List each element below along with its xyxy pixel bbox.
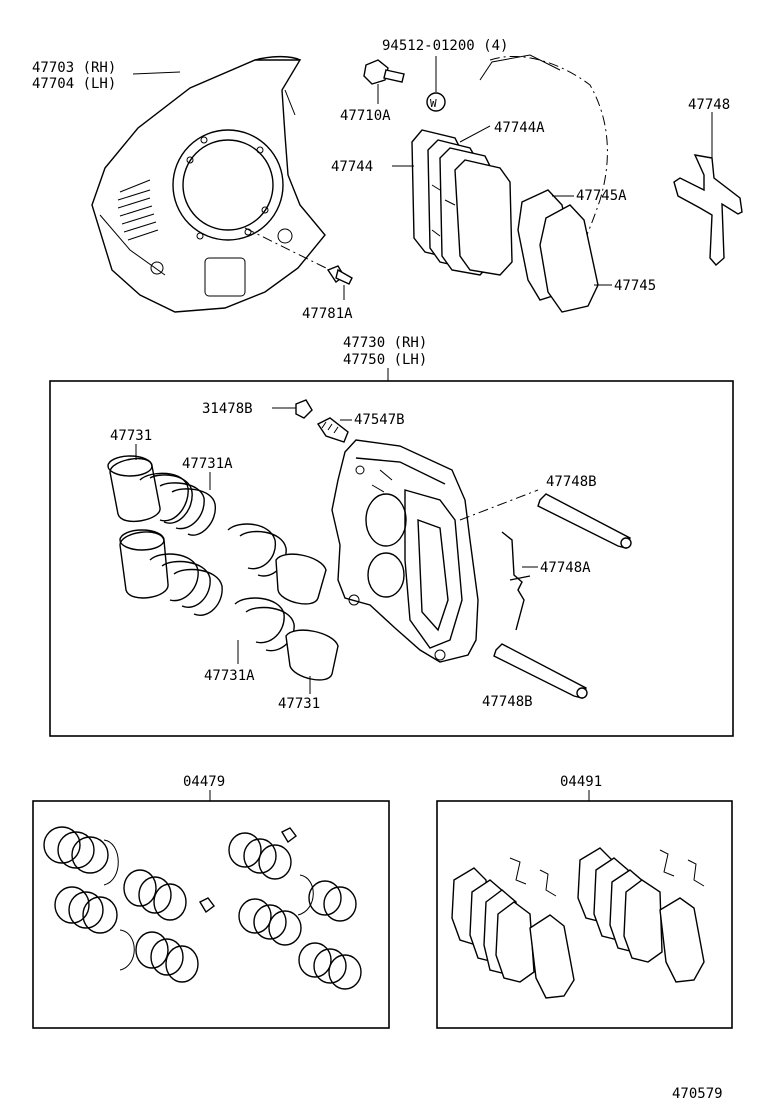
label-bleeder-plug: 47547B <box>354 412 405 428</box>
label-clip: 47748 <box>688 97 730 113</box>
label-shim-a: 47744A <box>494 120 545 136</box>
label-kit-pad: 04491 <box>560 774 602 790</box>
label-shim: 47744 <box>331 159 373 175</box>
label-seal-bottom: 47731A <box>204 668 255 684</box>
pad-kit-box <box>436 800 733 1029</box>
label-shield-rh: 47703 (RH) <box>32 60 116 76</box>
shield-bolt <box>244 227 353 285</box>
seal-kit-parts <box>43 826 362 990</box>
label-piston-top: 47731 <box>110 428 152 444</box>
label-caliper-rh: 47730 (RH) <box>343 335 427 351</box>
caliper-body <box>331 439 539 663</box>
label-piston-bottom: 47731 <box>278 696 320 712</box>
washer-icon <box>426 92 446 112</box>
pad-clip <box>673 154 743 266</box>
pad-kit-parts <box>451 847 705 999</box>
seal-kit-box <box>32 800 390 1029</box>
leader-shim-a <box>459 125 491 143</box>
label-bolt-spec: 94512-01200 (4) <box>382 38 508 54</box>
label-seal-top: 47731A <box>182 456 233 472</box>
label-pin-top: 47748B <box>546 474 597 490</box>
label-kit-seal: 04479 <box>183 774 225 790</box>
label-pad-a: 47745A <box>576 188 627 204</box>
bleeder-parts <box>295 399 349 443</box>
pistons-top <box>107 455 327 605</box>
caliper-assembly-box <box>49 380 734 737</box>
diagram-number: 470579 <box>672 1086 723 1102</box>
pin-top <box>537 493 632 549</box>
label-spring: 47748A <box>540 560 591 576</box>
dust-shield <box>91 55 326 313</box>
caliper-bolt <box>363 59 405 85</box>
anti-rattle-spring <box>501 531 531 631</box>
pin-bottom <box>493 643 588 699</box>
washer-mark: W <box>430 97 437 110</box>
label-bleeder-cap: 31478B <box>202 401 253 417</box>
label-shield-bolt: 47781A <box>302 306 353 322</box>
leader-shield <box>132 71 181 75</box>
label-caliper-lh: 47750 (LH) <box>343 352 427 368</box>
label-pin-bottom: 47748B <box>482 694 533 710</box>
label-shield-lh: 47704 (LH) <box>32 76 116 92</box>
label-bolt: 47710A <box>340 108 391 124</box>
pistons-bottom <box>119 529 339 681</box>
brake-pads-group <box>411 54 608 313</box>
label-pad: 47745 <box>614 278 656 294</box>
